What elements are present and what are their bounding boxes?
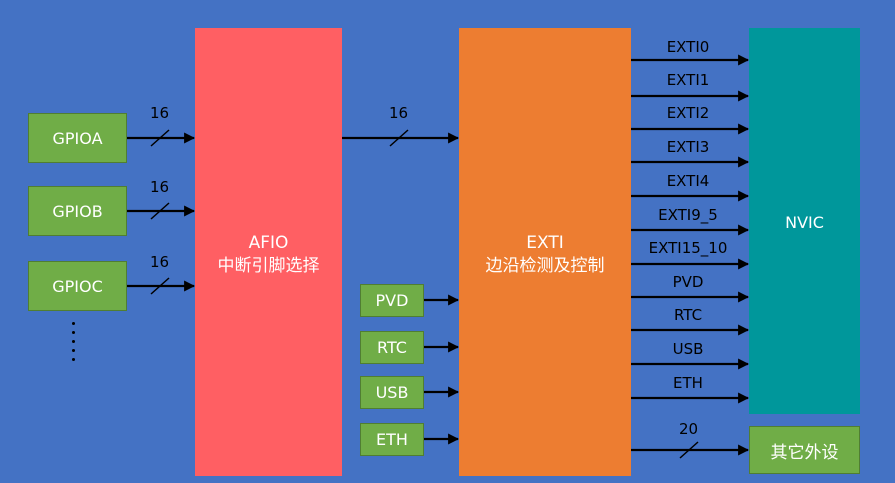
exti-output-label: USB — [672, 340, 704, 358]
afio-subtitle: 中断引脚选择 — [217, 256, 320, 276]
exti-output-label: EXTI9_5 — [658, 206, 718, 224]
exti-output-label: EXTI3 — [666, 138, 710, 156]
usb-input-label: USB — [375, 383, 409, 402]
afio-block: AFIO 中断引脚选择 — [195, 28, 342, 476]
exti-output-label: EXTI4 — [666, 172, 710, 190]
ellipsis-vertical — [72, 322, 78, 367]
gpioa-box: GPIOA — [28, 113, 127, 163]
exti-output-label: PVD — [672, 273, 704, 291]
exti-output-label: EXTI15_10 — [648, 239, 728, 257]
exti-output-label: EXTI0 — [666, 38, 710, 56]
afio-title: AFIO — [248, 233, 289, 253]
gpiob-bus-width: 16 — [150, 178, 170, 196]
gpioa-bus-width: 16 — [150, 104, 170, 122]
exti-output-label: RTC — [673, 306, 703, 324]
usb-input-box: USB — [360, 376, 424, 409]
gpiob-label: GPIOB — [52, 201, 103, 221]
gpioa-label: GPIOA — [52, 128, 103, 148]
exti-title: EXTI — [526, 233, 564, 253]
nvic-block: NVIC — [749, 28, 860, 414]
gpioc-bus-width: 16 — [150, 253, 170, 271]
exti-output-label: ETH — [673, 374, 703, 392]
pvd-input-label: PVD — [375, 291, 409, 310]
rtc-input-label: RTC — [377, 338, 407, 357]
afio-bus-width: 16 — [389, 104, 409, 122]
other-peripherals-box: 其它外设 — [749, 426, 860, 474]
eth-input-box: ETH — [360, 423, 424, 456]
eth-input-label: ETH — [376, 430, 408, 449]
exti-subtitle: 边沿检测及控制 — [485, 256, 605, 276]
pvd-input-box: PVD — [360, 284, 424, 317]
other-bus-width: 20 — [679, 420, 699, 438]
exti-output-label: EXTI1 — [666, 71, 710, 89]
other-peripherals-label: 其它外设 — [770, 442, 839, 463]
exti-output-label: EXTI2 — [666, 104, 710, 122]
rtc-input-box: RTC — [360, 331, 424, 364]
exti-block: EXTI 边沿检测及控制 — [459, 28, 631, 476]
nvic-label: NVIC — [785, 213, 824, 232]
gpiob-box: GPIOB — [28, 186, 127, 236]
gpioc-label: GPIOC — [52, 276, 103, 296]
gpioc-box: GPIOC — [28, 261, 127, 311]
